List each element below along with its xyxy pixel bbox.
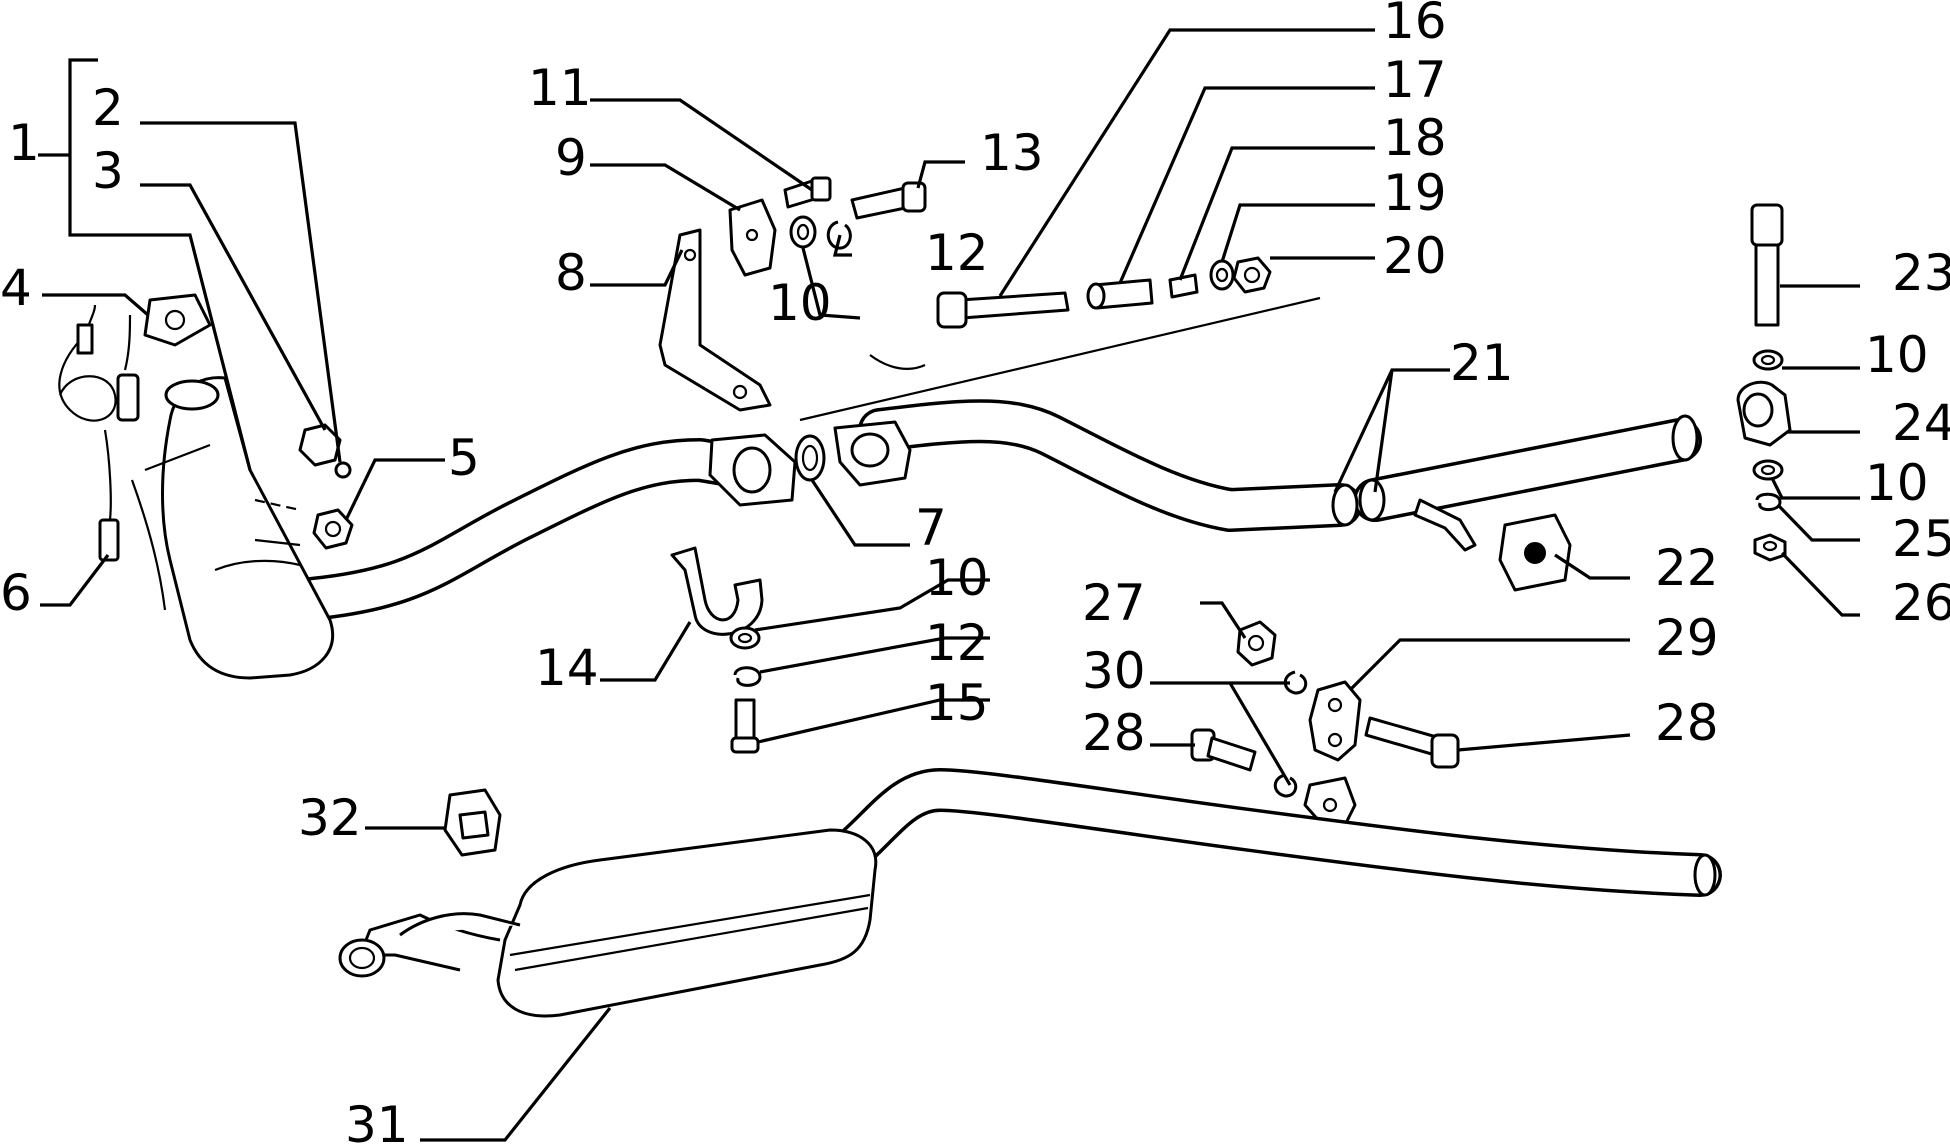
gasket-7 bbox=[794, 434, 826, 482]
callout-18: 18 bbox=[1383, 109, 1447, 167]
callout-25: 25 bbox=[1892, 510, 1950, 568]
oxygen-sensor bbox=[58, 304, 211, 562]
callout-8: 8 bbox=[555, 244, 587, 302]
clamp-14 bbox=[670, 546, 764, 636]
washer-10-top bbox=[789, 215, 817, 249]
callout-32: 32 bbox=[298, 789, 362, 847]
callout-10-top: 10 bbox=[768, 274, 832, 332]
callout-28-left: 28 bbox=[1082, 704, 1146, 762]
washer-10-mid bbox=[729, 626, 761, 650]
nut-3 bbox=[298, 423, 342, 467]
callout-5: 5 bbox=[448, 429, 480, 487]
washer-10-right-bottom bbox=[1752, 459, 1784, 481]
front-pipe bbox=[278, 438, 782, 622]
nut-26 bbox=[1753, 533, 1787, 562]
bolt-13 bbox=[850, 181, 927, 220]
callout-11: 11 bbox=[528, 59, 592, 117]
callout-26: 26 bbox=[1892, 574, 1950, 632]
callout-19: 19 bbox=[1383, 164, 1447, 222]
bolt-28-right bbox=[1364, 716, 1460, 769]
bolt-23 bbox=[1750, 203, 1784, 327]
callout-3: 3 bbox=[92, 142, 124, 200]
callout-7: 7 bbox=[915, 499, 947, 557]
front-pipe-flange bbox=[708, 433, 797, 507]
heat-shield-edge bbox=[799, 296, 1321, 422]
spacer-17 bbox=[1086, 278, 1154, 310]
rubber-mount-22 bbox=[1498, 513, 1572, 592]
callout-2: 2 bbox=[92, 79, 124, 137]
bracket-8 bbox=[658, 228, 772, 412]
callout-12-top: 12 bbox=[925, 224, 989, 282]
clamp-lower bbox=[1303, 776, 1357, 827]
callout-9: 9 bbox=[555, 129, 587, 187]
muffler-31 bbox=[338, 828, 878, 1018]
clamp-24 bbox=[1736, 380, 1792, 447]
spring-washer-25 bbox=[1755, 492, 1782, 512]
bolt-28-left bbox=[1190, 728, 1257, 772]
callout-10-right-bottom: 10 bbox=[1865, 454, 1929, 512]
callout-13: 13 bbox=[980, 124, 1044, 182]
callout-10-mid: 10 bbox=[925, 549, 989, 607]
catalytic-converter bbox=[130, 376, 335, 680]
callout-10-right-top: 10 bbox=[1865, 326, 1929, 384]
callout-28-right: 28 bbox=[1655, 694, 1719, 752]
callout-15: 15 bbox=[925, 674, 989, 732]
bracket-9 bbox=[728, 198, 777, 277]
heat-shield-curl bbox=[869, 354, 926, 370]
callout-20: 20 bbox=[1383, 227, 1447, 285]
callout-17: 17 bbox=[1383, 51, 1447, 109]
nut-5 bbox=[312, 508, 354, 550]
callout-27: 27 bbox=[1082, 574, 1146, 632]
clamp-29 bbox=[1308, 680, 1362, 762]
callout-29: 29 bbox=[1655, 609, 1719, 667]
spring-washer-12-mid bbox=[733, 666, 762, 687]
spring-washer-30-top bbox=[1283, 670, 1308, 695]
bolt-16 bbox=[936, 291, 1070, 329]
callout-4: 4 bbox=[0, 259, 32, 317]
nut-27 bbox=[1236, 620, 1277, 667]
callout-1: 1 bbox=[8, 114, 40, 172]
dashed-guide bbox=[254, 498, 301, 512]
gasket-4 bbox=[143, 293, 212, 347]
callout-22: 22 bbox=[1655, 539, 1719, 597]
spring-18 bbox=[1168, 273, 1199, 299]
nut-20 bbox=[1232, 256, 1272, 294]
parts-drawing bbox=[58, 176, 1792, 1018]
stud-11 bbox=[783, 176, 832, 209]
washer-19 bbox=[1209, 259, 1235, 291]
intermediate-pipe bbox=[833, 399, 1702, 552]
washer-2 bbox=[334, 461, 352, 479]
bolt-15 bbox=[730, 698, 760, 754]
callout-30: 30 bbox=[1082, 642, 1146, 700]
rubber-mount-32 bbox=[443, 788, 502, 857]
callout-21: 21 bbox=[1450, 334, 1514, 392]
callout-16: 16 bbox=[1383, 0, 1447, 50]
callout-23: 23 bbox=[1892, 244, 1950, 302]
washer-10-right-top bbox=[1752, 349, 1784, 371]
callout-12-mid: 12 bbox=[925, 614, 989, 672]
callout-31: 31 bbox=[345, 1096, 409, 1144]
leader-lines bbox=[38, 28, 1860, 1142]
callout-6: 6 bbox=[0, 564, 32, 622]
callout-14: 14 bbox=[535, 639, 599, 697]
rear-pipe bbox=[818, 768, 1722, 897]
callout-24: 24 bbox=[1892, 394, 1950, 452]
spring-washer-30-bottom bbox=[1273, 773, 1298, 798]
